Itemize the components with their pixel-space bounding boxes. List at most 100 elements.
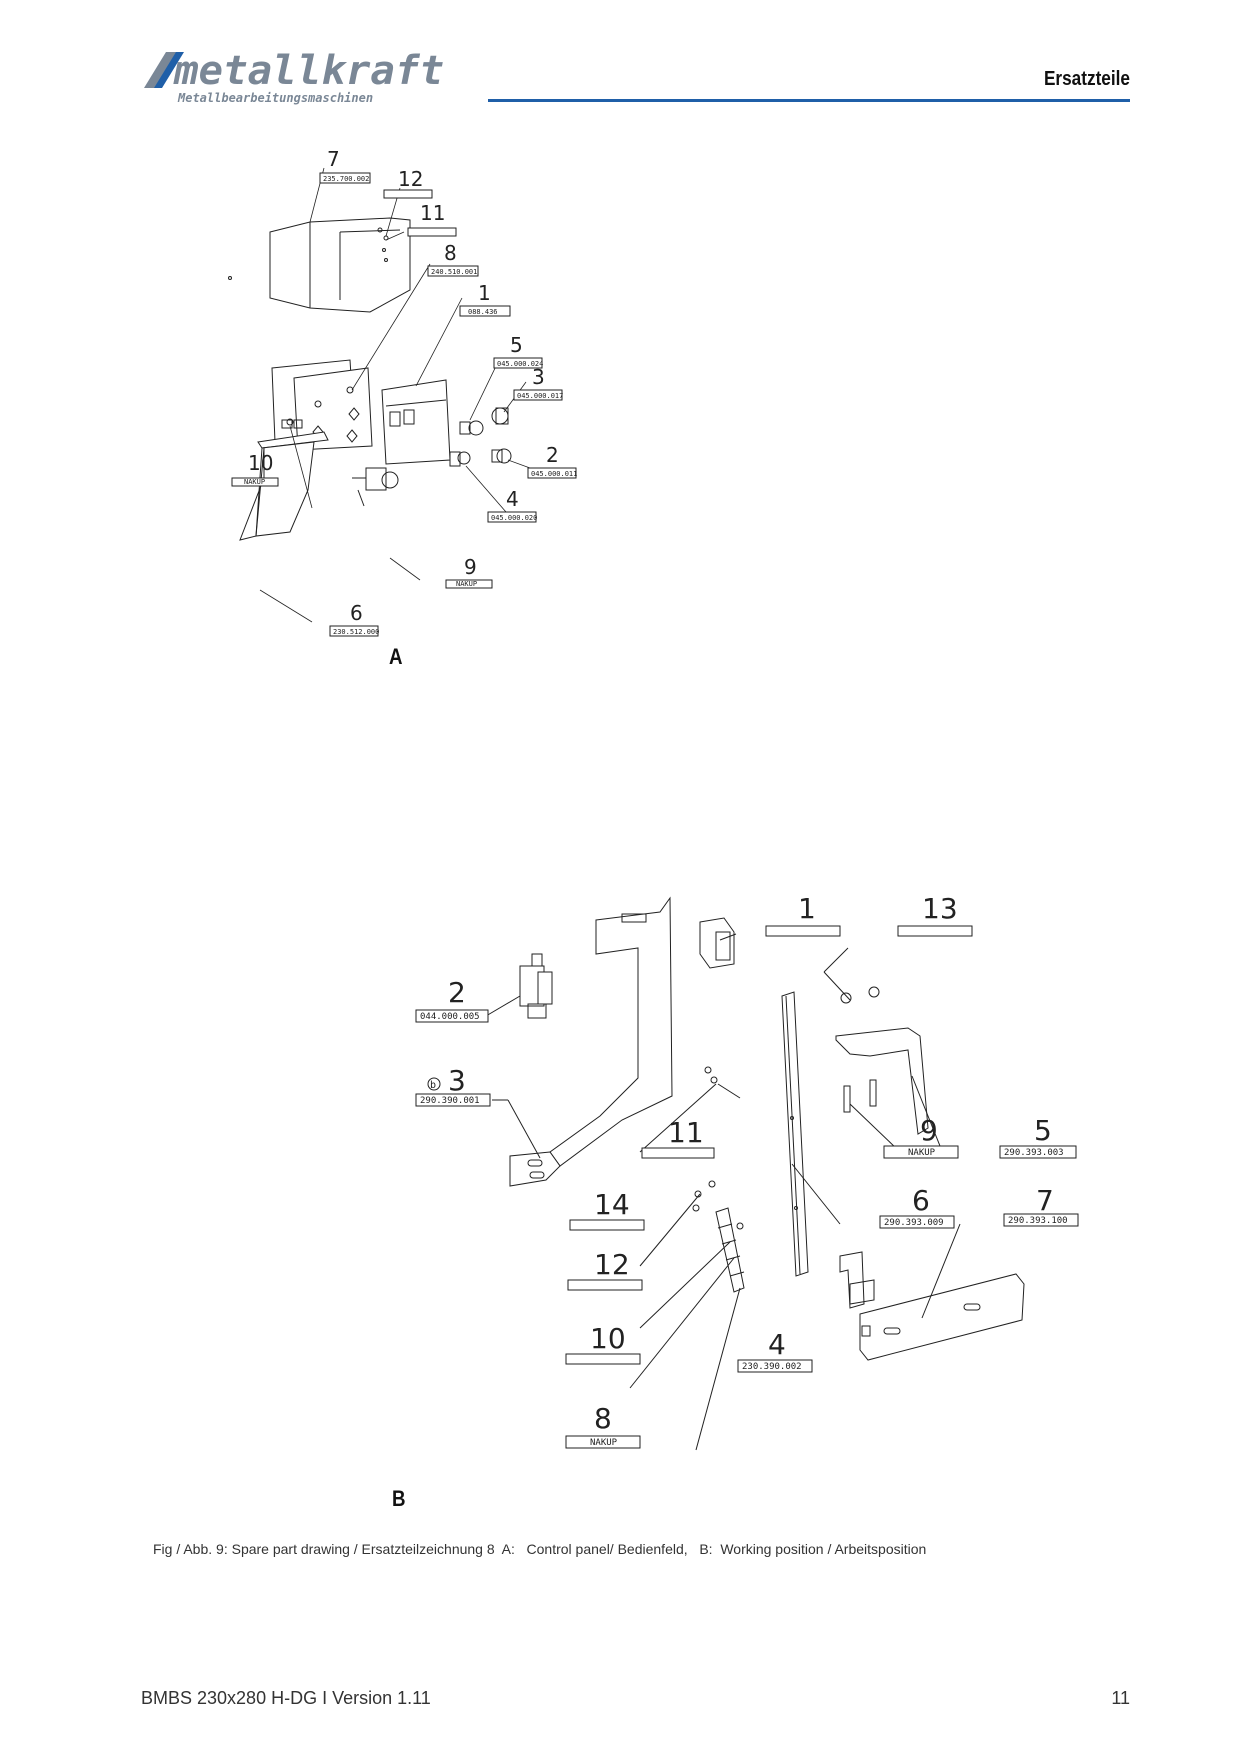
callout-b-1: 1 [765, 892, 841, 937]
callout-b-11: 11 [641, 1116, 715, 1159]
footer-page-number: 11 [1111, 1688, 1130, 1708]
callout-3-part: 045.000.017 [517, 392, 563, 400]
callout-b-14-number: 14 [594, 1188, 630, 1221]
callout-7: 7 235.700.002 [319, 150, 371, 184]
limit-switch-part [519, 953, 553, 1019]
callout-2-part: 045.000.011 [531, 470, 577, 478]
callout-b-13: 13 [897, 892, 973, 937]
callout-5: 5 045.000.024 [493, 333, 543, 369]
rail-part [781, 991, 809, 1277]
callout-b-6: 6 290.393.009 [879, 1184, 955, 1229]
leader-lines-b [485, 933, 961, 1451]
callout-b-3-part: 290.390.001 [420, 1096, 480, 1106]
callout-b-2-number: 2 [448, 976, 466, 1009]
callout-1-number: 1 [478, 281, 491, 305]
callout-b-13-number: 13 [922, 892, 958, 925]
callout-b-5-part: 290.393.003 [1004, 1148, 1064, 1158]
callout-b-7: 7 290.393.100 [1003, 1184, 1079, 1227]
callout-b-4-number: 4 [768, 1328, 786, 1361]
section-title: Ersatzteile [1043, 68, 1130, 90]
cover-housing-part [269, 217, 411, 313]
footer-document-version: BMBS 230x280 H-DG I Version 1.11 [141, 1688, 431, 1708]
callout-3-number: 3 [532, 365, 545, 389]
main-plate-part [509, 896, 673, 1187]
callout-b-8-part: NAKUP [590, 1438, 618, 1448]
callout-1-part: 088.436 [468, 308, 498, 316]
callout-9-part: NAKUP [456, 580, 477, 588]
control-panel-face-part [381, 379, 451, 465]
support-bracket-part [835, 986, 929, 1135]
callout-11-number: 11 [420, 201, 445, 225]
brand-wordmark: metallkraft [173, 48, 444, 94]
figure-caption: Fig / Abb. 9: Spare part drawing / Ersat… [153, 1541, 927, 1557]
callout-b-2-part: 044.000.005 [420, 1012, 480, 1022]
callout-2-number: 2 [546, 443, 559, 467]
callout-12-number: 12 [398, 167, 423, 191]
drawing-a-letter: A [389, 644, 403, 669]
limit-switch-part [352, 467, 399, 507]
callout-7-number: 7 [327, 150, 340, 171]
callout-8-part: 240.510.001 [431, 268, 477, 276]
callout-b-3-number: 3 [448, 1064, 466, 1097]
callout-2: 2 045.000.011 [527, 443, 577, 479]
gas-spring-part [715, 1207, 745, 1293]
callout-12: 12 [383, 167, 433, 199]
drawing-b-letter: B [392, 1486, 406, 1511]
callout-10-part: NAKUP [244, 478, 265, 486]
callout-b-8-number: 8 [594, 1402, 612, 1435]
callout-9: 9 NAKUP [445, 555, 493, 589]
callout-b-11-number: 11 [668, 1116, 704, 1149]
hinge-block-part [699, 917, 735, 969]
callout-4: 4 045.000.020 [487, 487, 537, 523]
callout-b-5: 5 290.393.003 [999, 1114, 1077, 1159]
callout-b-6-number: 6 [912, 1184, 930, 1217]
angle-bracket-part [839, 1251, 875, 1309]
spare-part-drawing-a: 7 235.700.002 12 11 8 240.510.001 1 088.… [228, 150, 577, 637]
callout-b-9-number: 9 [920, 1114, 938, 1147]
spare-part-drawing-b: 1 13 2 044.000.005 b 3 290.390.001 11 9 … [415, 892, 1079, 1451]
brand-tagline: Metallbearbeitungsmaschinen [177, 91, 373, 105]
callout-8-number: 8 [444, 241, 457, 265]
leader-lines-a [259, 167, 531, 623]
callout-b-5-number: 5 [1034, 1114, 1052, 1147]
callout-b-6-part: 290.393.009 [884, 1218, 944, 1228]
header-rule [488, 99, 1130, 102]
mounting-bracket-part [239, 431, 329, 541]
callout-b-8: 8 NAKUP [565, 1402, 641, 1449]
callout-b-9: 9 NAKUP [883, 1114, 959, 1159]
callout-7-part: 235.700.002 [323, 175, 369, 183]
callout-b-3: b 3 290.390.001 [415, 1064, 491, 1107]
callout-b-4: 4 230.390.002 [737, 1328, 813, 1373]
callout-b-1-number: 1 [798, 892, 816, 925]
callout-6-part: 230.512.000 [333, 628, 379, 636]
callout-3: 3 045.000.017 [513, 365, 563, 401]
callout-b-10: 10 [565, 1322, 641, 1365]
callout-b-7-number: 7 [1036, 1184, 1054, 1217]
callout-11: 11 [407, 201, 457, 237]
callout-10-number: 10 [248, 451, 273, 475]
callout-b-14: 14 [569, 1188, 645, 1231]
callout-9-number: 9 [464, 555, 477, 579]
callout-4-part: 045.000.020 [491, 514, 537, 522]
switch-parts [449, 407, 512, 467]
screw-parts [692, 1066, 741, 1212]
callout-8: 8 240.510.001 [427, 241, 479, 277]
callout-b-4-part: 230.390.002 [742, 1362, 802, 1372]
callout-b-2: 2 044.000.005 [415, 976, 489, 1023]
callout-10: 10 NAKUP [231, 451, 279, 487]
callout-b-10-number: 10 [590, 1322, 626, 1355]
callout-b-9-part: NAKUP [908, 1148, 936, 1158]
callout-b-12-number: 12 [594, 1248, 630, 1281]
bolt-parts [843, 1079, 877, 1113]
callout-b-3-marker: b [430, 1080, 436, 1091]
callout-b-12: 12 [567, 1248, 643, 1291]
long-plate-part [859, 1273, 1025, 1361]
callout-6-number: 6 [350, 601, 363, 625]
callout-4-number: 4 [506, 487, 519, 511]
callout-6: 6 230.512.000 [329, 601, 379, 637]
callout-1: 1 088.436 [459, 281, 511, 317]
callout-b-7-part: 290.393.100 [1008, 1216, 1068, 1226]
callout-5-part: 045.000.024 [497, 360, 543, 368]
metallkraft-logo: metallkraft Metallbearbeitungsmaschinen [144, 48, 444, 105]
callout-5-number: 5 [510, 333, 523, 357]
